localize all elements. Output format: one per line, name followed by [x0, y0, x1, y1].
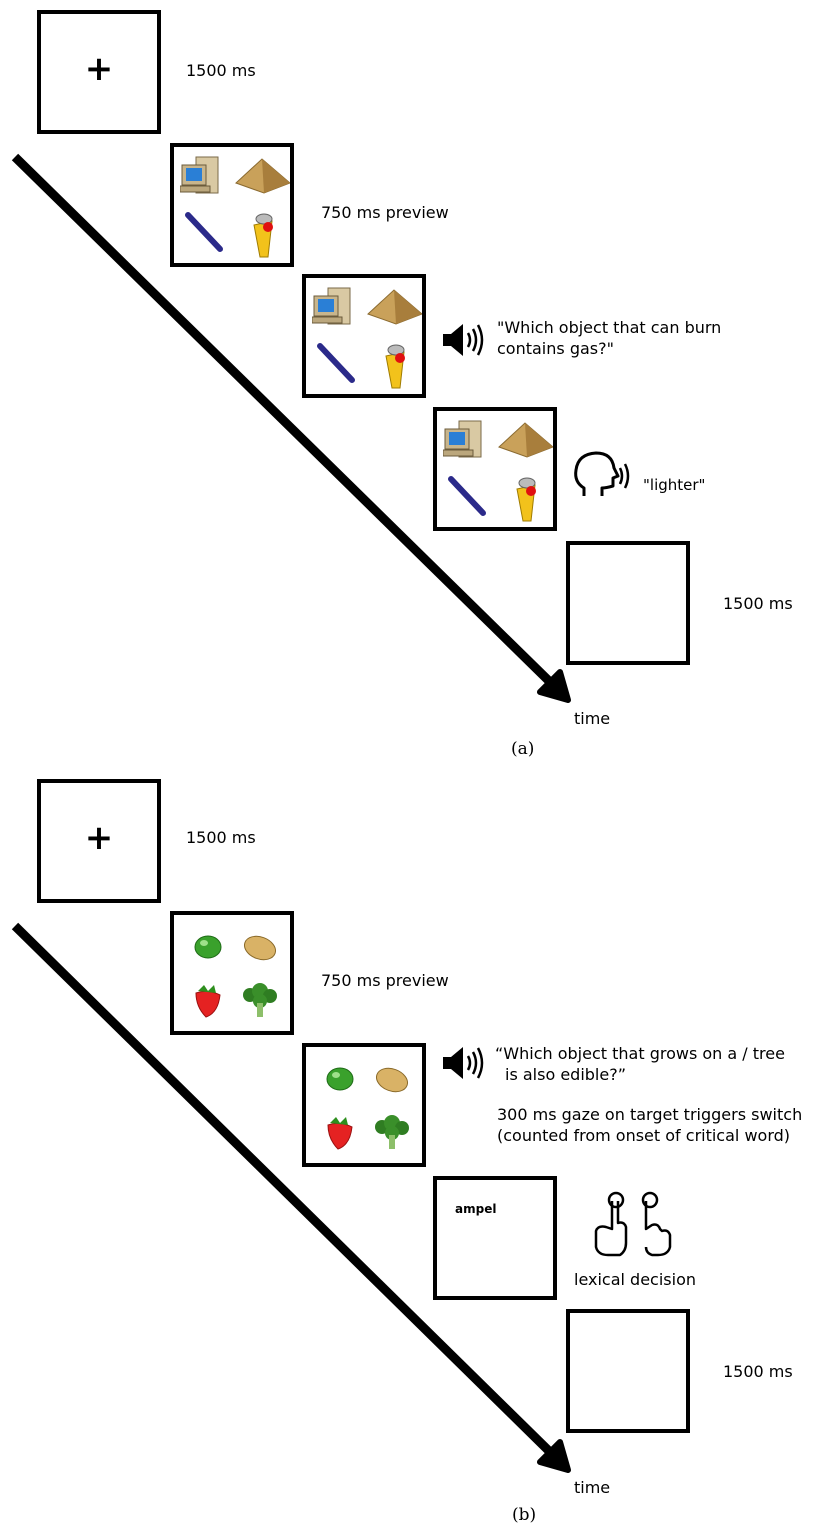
lighter-icon	[385, 344, 405, 389]
fixation-duration-a: 1500 ms	[186, 61, 256, 80]
time-arrow-b	[11, 922, 554, 1456]
gaze-note-b: 300 ms gaze on target triggers switch (c…	[497, 1105, 802, 1147]
potato-icon	[376, 1067, 408, 1093]
pyramid-icon	[367, 289, 422, 325]
recorder-icon	[317, 343, 355, 383]
gaze-note-line-2: (counted from onset of critical word)	[497, 1125, 791, 1145]
gaze-note-line-1: 300 ms gaze on target triggers switch	[497, 1105, 803, 1124]
pyramid-icon	[235, 158, 290, 194]
lighter-icon	[253, 213, 273, 258]
question-text-a: "Which object that can burn contains gas…	[497, 318, 721, 360]
time-arrow-b-head	[537, 1439, 571, 1473]
time-label-b: time	[574, 1478, 611, 1497]
question-frame-b	[302, 1043, 426, 1167]
speaking-head-icon	[574, 451, 630, 496]
question-frame-a	[302, 274, 426, 398]
fixation-frame-a: +	[37, 10, 161, 134]
fixation-cross: +	[84, 49, 114, 89]
word-frame-b: ampel	[433, 1176, 557, 1300]
blank-duration-a: 1500 ms	[723, 594, 793, 613]
fixation-cross: +	[84, 818, 114, 858]
time-arrow-a-head	[537, 669, 571, 703]
lighter-icon	[516, 477, 536, 522]
broccoli-icon	[243, 983, 277, 1017]
preview-label-b: 750 ms preview	[321, 971, 449, 990]
object-grid-b2	[326, 1067, 409, 1150]
preview-frame-a	[170, 143, 294, 267]
broccoli-icon	[375, 1115, 409, 1149]
question-line-1: "Which object that can burn	[497, 318, 722, 337]
response-frame-a	[433, 407, 557, 531]
object-grid-a	[180, 156, 290, 258]
blank-duration-b: 1500 ms	[723, 1362, 793, 1381]
question-line-2: contains gas?"	[497, 338, 614, 358]
potato-icon	[244, 935, 276, 961]
object-grid-a3	[443, 420, 553, 522]
preview-label-a: 750 ms preview	[321, 203, 449, 222]
blank-frame-a	[566, 541, 690, 665]
question-line-1: “Which object that grows on a / tree	[495, 1044, 785, 1063]
object-grid-a2	[312, 287, 422, 389]
speaker-icon	[443, 1047, 484, 1079]
time-arrow-a	[11, 153, 554, 686]
fixation-frame-b: +	[37, 779, 161, 903]
apple-icon	[194, 935, 222, 959]
time-label-a: time	[574, 709, 611, 728]
strawberry-icon	[195, 985, 221, 1018]
recorder-icon	[185, 212, 223, 252]
strawberry-icon	[327, 1117, 353, 1150]
caption-a: (a)	[511, 739, 535, 759]
target-word: ampel	[455, 1202, 497, 1216]
pyramid-icon	[498, 422, 553, 458]
response-word-a: "lighter"	[643, 476, 706, 494]
computer-icon	[443, 420, 482, 458]
fixation-duration-b: 1500 ms	[186, 828, 256, 847]
pointing-fingers-icon	[594, 1191, 672, 1257]
computer-icon	[312, 287, 351, 325]
decision-label-b: lexical decision	[574, 1270, 697, 1289]
question-line-2: is also edible?”	[505, 1064, 626, 1084]
recorder-icon	[448, 476, 486, 516]
caption-b: (b)	[512, 1505, 537, 1525]
object-grid-b	[194, 935, 277, 1018]
question-text-b: “Which object that grows on a / tree is …	[495, 1044, 785, 1086]
apple-icon	[326, 1067, 354, 1091]
computer-icon	[180, 156, 219, 194]
speaker-icon	[443, 324, 484, 356]
preview-frame-b	[170, 911, 294, 1035]
blank-frame-b	[566, 1309, 690, 1433]
